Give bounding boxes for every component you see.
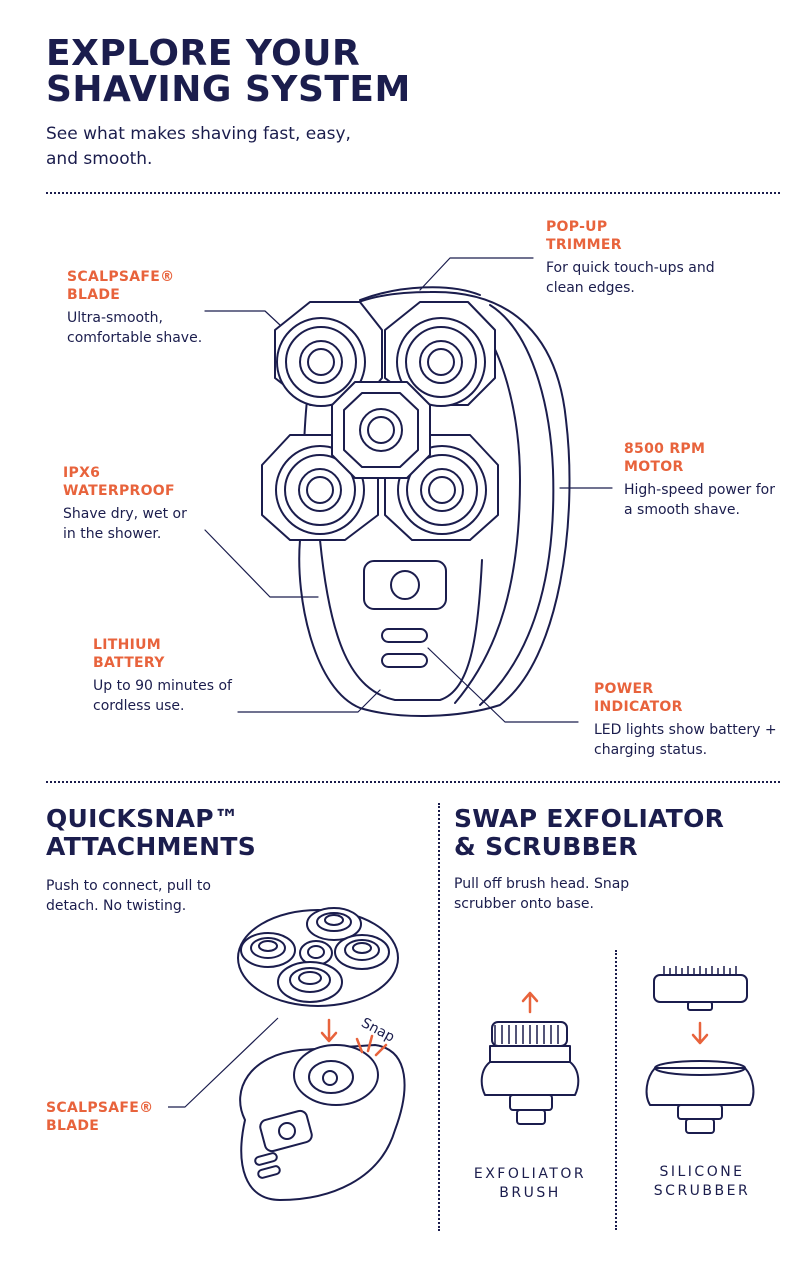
snap-burst-line-3: [374, 1043, 388, 1057]
shaver-front-plate: [319, 539, 483, 701]
feature-popup-title: POP-UP TRIMMER: [546, 218, 716, 254]
exfoliator-brush: [480, 1021, 580, 1125]
feature-motor: 8500 RPM MOTOR High-speed power for a sm…: [624, 440, 784, 520]
trimmer-top: [359, 286, 481, 301]
feature-power-indicator: POWER INDICATOR LED lights show battery …: [594, 680, 779, 760]
quicksnap-title-1: QUICKSNAP™: [46, 804, 240, 833]
feature-indicator-title-2: INDICATOR: [594, 699, 683, 715]
feature-scalpsafe-blade: SCALPSAFE® BLADE Ultra-smooth, comfortab…: [67, 268, 227, 348]
feature-battery-desc: Up to 90 minutes of cordless use.: [93, 678, 232, 714]
feature-waterproof: IPX6 WATERPROOF Shave dry, wet or in the…: [63, 464, 203, 544]
feature-scalpsafe-desc: Ultra-smooth, comfortable shave.: [67, 310, 203, 346]
silicone-scrubber-label: SILICONE SCRUBBER: [638, 1163, 766, 1201]
feature-motor-title: 8500 RPM MOTOR: [624, 440, 784, 476]
feature-indicator-title-1: POWER: [594, 681, 654, 697]
feature-waterproof-title-2: WATERPROOF: [63, 483, 175, 499]
feature-waterproof-title: IPX6 WATERPROOF: [63, 464, 203, 500]
swap-title-2: & SCRUBBER: [454, 832, 638, 861]
page-title-line-1: EXPLORE YOUR: [46, 33, 361, 74]
feature-popup-title-1: POP-UP: [546, 219, 608, 235]
swap-title: SWAP EXFOLIATOR & SCRUBBER: [454, 805, 724, 861]
feature-popup-trimmer: POP-UP TRIMMER For quick touch-ups and c…: [546, 218, 716, 298]
feature-motor-desc: High-speed power for a smooth shave.: [624, 482, 775, 518]
page-title: EXPLORE YOUR SHAVING SYSTEM: [46, 36, 411, 108]
led-slot-2: [381, 653, 428, 668]
feature-waterproof-desc: Shave dry, wet or in the shower.: [63, 506, 187, 542]
swap-title-1: SWAP EXFOLIATOR: [454, 804, 725, 833]
quicksnap-title-2: ATTACHMENTS: [46, 832, 257, 861]
feature-indicator-title: POWER INDICATOR: [594, 680, 779, 716]
quicksnap-blade-label: SCALPSAFE® BLADE: [46, 1099, 153, 1135]
feature-scalpsafe-title-2: BLADE: [67, 287, 121, 303]
divider-swap: [615, 950, 617, 1230]
feature-waterproof-title-1: IPX6: [63, 465, 101, 481]
silicone-scrubber-base: [645, 1060, 755, 1134]
snap-burst-line-2: [366, 1034, 374, 1053]
page-subtitle: See what makes shaving fast, easy, and s…: [46, 124, 351, 169]
power-button: [363, 560, 447, 610]
feature-popup-title-2: TRIMMER: [546, 237, 622, 253]
exfoliator-brush-label-1: EXFOLIATOR: [473, 1166, 587, 1182]
feature-indicator-desc: LED lights show battery + charging statu…: [594, 722, 777, 758]
feature-popup-desc: For quick touch-ups and clean edges.: [546, 260, 715, 296]
silicone-scrubber-label-1: SILICONE: [659, 1164, 745, 1180]
page-title-line-2: SHAVING SYSTEM: [46, 69, 411, 110]
silicone-scrubber-label-2: SCRUBBER: [653, 1183, 751, 1199]
feature-battery-title-2: BATTERY: [93, 655, 165, 671]
led-slot-1: [381, 628, 428, 643]
snap-arrow-icon: [320, 1018, 338, 1043]
blade-head-top-left: [274, 301, 383, 407]
shaver-base-unit: [239, 1044, 406, 1201]
power-button-ring: [390, 570, 420, 600]
snap-burst-line-1: [355, 1037, 364, 1054]
quicksnap-blade-label-1: SCALPSAFE®: [46, 1100, 154, 1116]
pull-up-arrow-icon: [521, 991, 539, 1014]
silicone-scrubber-top: [653, 966, 748, 1011]
divider-top: [46, 192, 780, 194]
leader-popup: [419, 257, 534, 291]
leader-waterproof: [204, 529, 319, 598]
feature-battery-title: LITHIUM BATTERY: [93, 636, 233, 672]
feature-motor-title-1: 8500 RPM: [624, 441, 706, 457]
divider-middle: [46, 781, 780, 783]
quicksnap-blade-label-2: BLADE: [46, 1118, 100, 1134]
exfoliator-brush-label-2: BRUSH: [499, 1185, 561, 1201]
feature-scalpsafe-title-1: SCALPSAFE®: [67, 269, 175, 285]
divider-vertical: [438, 803, 440, 1231]
blade-head-center: [331, 381, 431, 479]
feature-battery-title-1: LITHIUM: [93, 637, 162, 653]
exfoliator-brush-label: EXFOLIATOR BRUSH: [465, 1165, 595, 1203]
feature-motor-title-2: MOTOR: [624, 459, 684, 475]
leader-quicksnap-blade: [168, 1017, 279, 1108]
shaver-body-side: [479, 304, 555, 706]
detached-blade-head: [237, 907, 399, 1007]
blade-head-top-right: [384, 301, 496, 407]
quicksnap-desc: Push to connect, pull to detach. No twis…: [46, 878, 211, 914]
leader-battery: [237, 689, 381, 713]
quicksnap-title: QUICKSNAP™ ATTACHMENTS: [46, 805, 256, 861]
leader-scalpsafe: [204, 310, 281, 326]
leader-indicator: [427, 647, 579, 723]
swap-desc: Pull off brush head. Snap scrubber onto …: [454, 876, 630, 912]
feature-battery: LITHIUM BATTERY Up to 90 minutes of cord…: [93, 636, 233, 716]
push-down-arrow-icon: [691, 1021, 709, 1045]
feature-scalpsafe-title: SCALPSAFE® BLADE: [67, 268, 227, 304]
